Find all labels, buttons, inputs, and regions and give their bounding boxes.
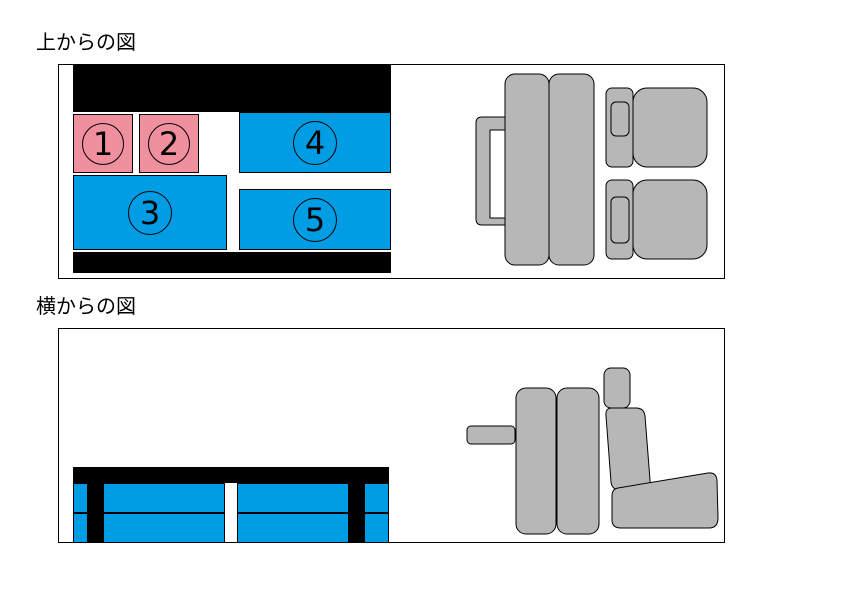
box-5: 5 <box>239 189 391 250</box>
top-view-frame: 1 2 3 4 5 <box>58 64 725 279</box>
side-box-right-lower <box>237 513 389 543</box>
box-3: 3 <box>73 175 227 250</box>
box-4: 4 <box>239 112 391 173</box>
box-2-label: 2 <box>148 122 190 165</box>
box-5-label: 5 <box>293 197 337 242</box>
side-leg-right <box>348 483 365 543</box>
side-box-right-upper <box>237 483 389 513</box>
side-top-plank <box>73 467 389 483</box>
box-1-label: 1 <box>82 122 124 165</box>
side-view-title: 横からの図 <box>36 294 136 318</box>
box-3-label: 3 <box>128 190 172 235</box>
side-view-frame <box>58 328 725 543</box>
box-1: 1 <box>73 114 133 173</box>
box-4-label: 4 <box>293 120 337 165</box>
bottom-bar <box>73 252 391 273</box>
top-view-title: 上からの図 <box>36 30 136 54</box>
top-bar <box>73 65 391 112</box>
side-leg-left <box>87 483 104 543</box>
box-2: 2 <box>139 114 199 173</box>
